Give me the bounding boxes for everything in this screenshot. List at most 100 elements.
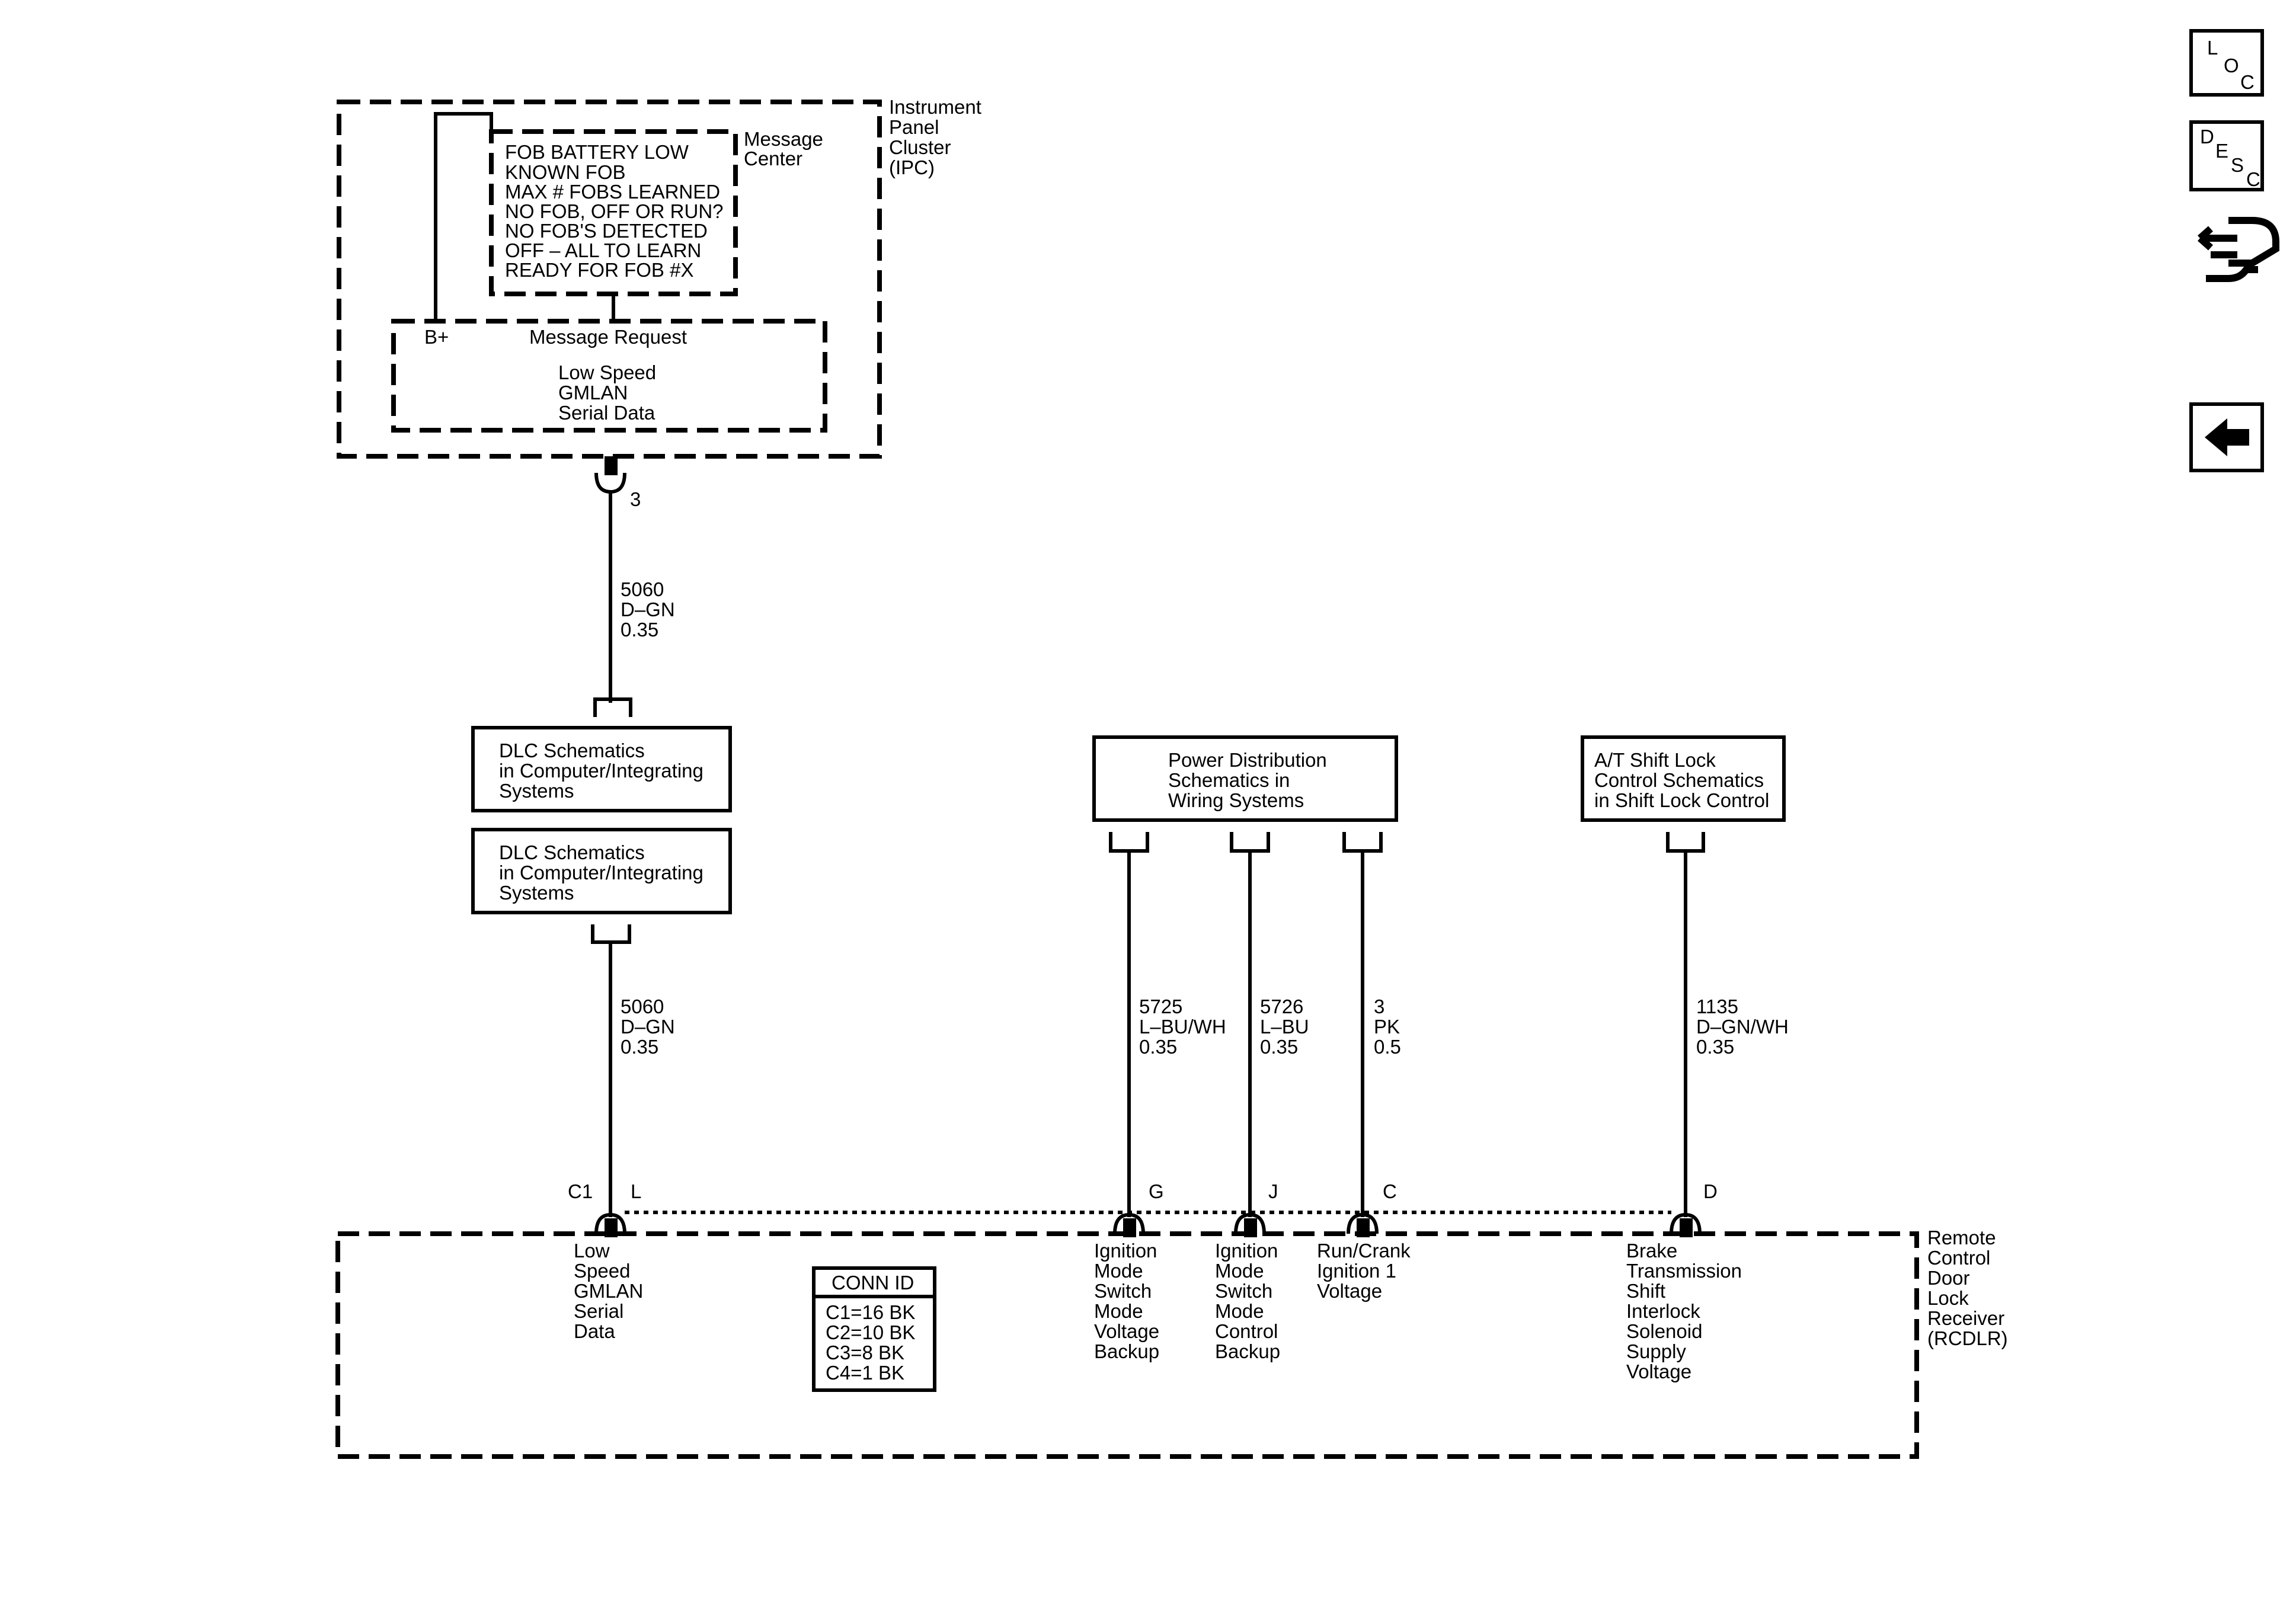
wire-label-1135: 1135 D–GN/WH 0.35 [1696, 996, 1789, 1058]
desc-icon-letter-3: S [2231, 154, 2244, 176]
svg-text:D–GN: D–GN [621, 598, 675, 620]
svg-text:Shift: Shift [1626, 1280, 1665, 1302]
svg-text:1135: 1135 [1696, 996, 1738, 1017]
svg-text:Switch: Switch [1215, 1280, 1272, 1302]
svg-text:5060: 5060 [621, 578, 664, 600]
shift-lock-reference[interactable]: A/T Shift Lock Control Schematics in Shi… [1581, 735, 1786, 822]
svg-text:0.35: 0.35 [1696, 1036, 1734, 1058]
svg-text:D–GN/WH: D–GN/WH [1696, 1016, 1789, 1038]
svg-text:Power Distribution: Power Distribution [1168, 749, 1327, 771]
connector-view-icon[interactable] [2198, 217, 2279, 282]
power-distribution-reference[interactable]: Power Distribution Schematics in Wiring … [1092, 735, 1398, 822]
svg-text:L–BU/WH: L–BU/WH [1139, 1016, 1226, 1038]
svg-text:J: J [1268, 1180, 1278, 1202]
loc-icon-letter-1: L [2207, 37, 2218, 59]
svg-text:Mode: Mode [1094, 1300, 1143, 1322]
svg-text:in Computer/Integrating: in Computer/Integrating [499, 862, 703, 884]
wire-label-5060-upper: 5060 D–GN 0.35 [621, 578, 675, 641]
svg-text:Wiring Systems: Wiring Systems [1168, 789, 1304, 811]
message-line-4: NO FOB, OFF OR RUN? [505, 200, 724, 222]
svg-text:5726: 5726 [1260, 996, 1303, 1017]
loc-icon-letter-3: C [2240, 71, 2255, 93]
conn-id-row: C4=1 BK [826, 1362, 904, 1384]
pin-l-function: Low Speed GMLAN Serial Data [574, 1240, 643, 1342]
desc-icon-letter-1: D [2200, 126, 2214, 148]
svg-text:DLC Schematics: DLC Schematics [499, 740, 645, 761]
svg-text:0.35: 0.35 [621, 1036, 658, 1058]
svg-text:L–BU: L–BU [1260, 1016, 1309, 1038]
rcdlr-pin-l: L [594, 1180, 641, 1237]
message-line-5: NO FOB'S DETECTED [505, 220, 708, 242]
message-line-6: OFF – ALL TO LEARN [505, 239, 701, 261]
svg-text:Interlock: Interlock [1626, 1300, 1700, 1322]
svg-text:Ignition: Ignition [1215, 1240, 1278, 1262]
pin-c-function: Run/Crank Ignition 1 Voltage [1317, 1240, 1411, 1302]
svg-text:5725: 5725 [1139, 996, 1182, 1017]
svg-text:Lock: Lock [1927, 1287, 1969, 1309]
svg-text:Voltage: Voltage [1317, 1280, 1382, 1302]
connector-c1-label: C1 [568, 1180, 593, 1202]
svg-text:D: D [1703, 1180, 1718, 1202]
svg-text:Remote: Remote [1927, 1227, 1996, 1249]
svg-text:DLC Schematics: DLC Schematics [499, 841, 645, 863]
rcdlr-pin-d: D [1670, 1180, 1718, 1237]
svg-text:Schematics in: Schematics in [1168, 769, 1290, 791]
ipc-data-line-3: Serial Data [558, 402, 655, 424]
conn-id-row: C3=8 BK [826, 1342, 904, 1363]
pin-g-function: Ignition Mode Switch Mode Voltage Backup [1094, 1240, 1159, 1362]
dlc-reference-upper[interactable]: DLC Schematics in Computer/Integrating S… [471, 726, 732, 812]
pin-d-function: Brake Transmission Shift Interlock Solen… [1626, 1240, 1742, 1382]
loc-button[interactable]: L O C [2189, 29, 2264, 97]
rcdlr-pin-g: G [1113, 1180, 1164, 1237]
svg-text:5060: 5060 [621, 996, 664, 1017]
ipc-name-line-4: (IPC) [889, 156, 935, 178]
svg-text:in Computer/Integrating: in Computer/Integrating [499, 760, 703, 782]
rcdlr-pin-c: C [1347, 1180, 1397, 1237]
loc-icon-letter-2: O [2224, 55, 2239, 76]
message-line-1: FOB BATTERY LOW [505, 141, 689, 163]
dlc-reference-lower[interactable]: DLC Schematics in Computer/Integrating S… [471, 828, 732, 914]
svg-text:Receiver: Receiver [1927, 1307, 2004, 1329]
desc-icon-letter-2: E [2215, 140, 2228, 162]
ipc-pin-3: 3 [594, 456, 641, 510]
back-arrow-icon [2205, 418, 2249, 456]
svg-text:Switch: Switch [1094, 1280, 1152, 1302]
ipc-data-line-2: GMLAN [558, 382, 628, 404]
svg-text:0.35: 0.35 [621, 619, 658, 641]
message-line-3: MAX # FOBS LEARNED [505, 181, 720, 203]
svg-text:Control Schematics: Control Schematics [1594, 769, 1764, 791]
message-line-7: READY FOR FOB #X [505, 259, 693, 281]
message-line-2: KNOWN FOB [505, 161, 626, 183]
svg-text:(RCDLR): (RCDLR) [1927, 1327, 2008, 1349]
message-center-label-2: Center [744, 148, 802, 169]
svg-text:Speed: Speed [574, 1260, 630, 1282]
ipc-name-line-2: Panel [889, 116, 939, 138]
rcdlr-module: Remote Control Door Lock Receiver (RCDLR… [335, 1227, 2008, 1459]
desc-button[interactable]: D E S C [2189, 120, 2264, 191]
svg-text:C: C [1383, 1180, 1397, 1202]
svg-text:0.35: 0.35 [1139, 1036, 1177, 1058]
ipc-data-line-1: Low Speed [558, 361, 656, 383]
svg-text:Control: Control [1927, 1247, 1990, 1269]
message-center-label-1: Message [744, 128, 823, 150]
ipc-module: Instrument Panel Cluster (IPC) Message C… [337, 96, 981, 459]
back-button[interactable] [2189, 402, 2264, 472]
svg-text:0.35: 0.35 [1260, 1036, 1298, 1058]
svg-text:L: L [631, 1180, 641, 1202]
svg-text:Serial: Serial [574, 1300, 623, 1322]
svg-text:GMLAN: GMLAN [574, 1280, 643, 1302]
svg-text:Systems: Systems [499, 882, 574, 904]
conn-id-row: C2=10 BK [826, 1321, 915, 1343]
svg-text:Data: Data [574, 1320, 615, 1342]
svg-text:PK: PK [1374, 1016, 1400, 1038]
svg-text:Run/Crank: Run/Crank [1317, 1240, 1411, 1262]
desc-icon-letter-4: C [2246, 168, 2260, 190]
svg-text:Mode: Mode [1215, 1260, 1264, 1282]
ipc-name-line-3: Cluster [889, 136, 951, 158]
svg-text:Voltage: Voltage [1094, 1320, 1159, 1342]
svg-text:Transmission: Transmission [1626, 1260, 1742, 1282]
conn-id-row: C1=16 BK [826, 1301, 915, 1323]
svg-text:Mode: Mode [1094, 1260, 1143, 1282]
svg-text:D–GN: D–GN [621, 1016, 675, 1038]
